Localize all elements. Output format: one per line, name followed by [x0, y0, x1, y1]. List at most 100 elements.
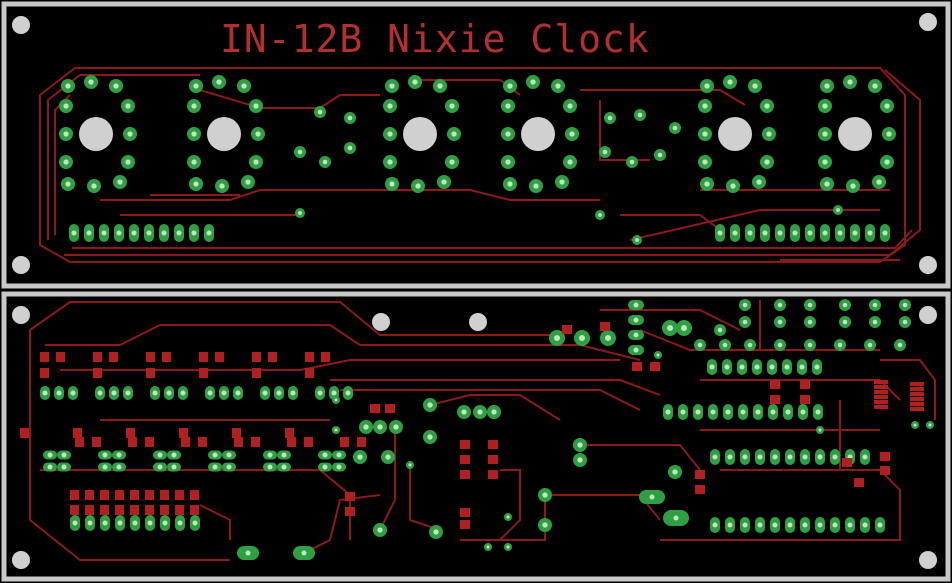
pad-hole [507, 181, 513, 187]
mounting-hole [919, 13, 937, 31]
pad-hole [276, 390, 282, 396]
pad-hole [649, 494, 655, 500]
pad-hole [180, 390, 186, 396]
smd-pad [460, 520, 470, 529]
pad-hole [822, 159, 828, 165]
pad-hole [334, 428, 338, 432]
pad-hole [393, 424, 399, 430]
nixie-tube-hole [521, 117, 555, 151]
pad-hole [787, 522, 793, 528]
pad-hole [884, 103, 890, 109]
pad-hole [152, 390, 158, 396]
pad-hole [47, 452, 53, 458]
display-board-outline [1, 1, 951, 289]
pad-hole [747, 342, 753, 348]
pad-hole [769, 364, 775, 370]
pad-hole [449, 103, 455, 109]
smd-pad [874, 380, 888, 384]
pad-hole [742, 454, 748, 460]
pad-hole [877, 522, 883, 528]
pad-hole [567, 103, 573, 109]
copper-traces [29, 67, 936, 561]
smd-pad [910, 402, 924, 406]
smd-pad [910, 397, 924, 401]
pad-hole [377, 527, 383, 533]
pad-hole [125, 103, 131, 109]
pad-hole [262, 390, 268, 396]
pad-hole [637, 112, 643, 118]
pad-hole [777, 319, 783, 325]
pad-hole [867, 230, 873, 236]
pad-hole [322, 159, 328, 165]
smd-pad [910, 407, 924, 411]
trace [199, 89, 380, 109]
pad-hole [777, 302, 783, 308]
smd-pad [854, 478, 864, 487]
smd-pad [600, 322, 610, 331]
pad-hole [193, 83, 199, 89]
pad-hole [928, 423, 932, 427]
pad-hole [281, 464, 287, 470]
smd-pad [162, 352, 171, 362]
pad-hole [363, 424, 369, 430]
pad-hole [191, 131, 197, 137]
smd-pad [109, 352, 118, 362]
smd-pad [460, 508, 470, 517]
pad-hole [357, 454, 363, 460]
pad-hole [832, 454, 838, 460]
pad-hole [822, 103, 828, 109]
pad-hole [785, 409, 791, 415]
smd-pad [874, 405, 888, 409]
smd-pad [268, 352, 277, 362]
pad-hole [505, 159, 511, 165]
pad-hole [629, 159, 635, 165]
pad-hole [577, 457, 583, 463]
mounting-hole [372, 313, 390, 331]
pad-hole [577, 442, 583, 448]
smd-pad [910, 382, 924, 386]
pad-hole [102, 464, 108, 470]
pad-hole [657, 152, 663, 158]
smd-pad [93, 352, 102, 362]
pad-hole [102, 520, 108, 526]
pad-hole [754, 364, 760, 370]
pad-hole [607, 115, 613, 121]
smd-pad [146, 368, 155, 378]
trace [199, 504, 231, 540]
pad-hole [702, 103, 708, 109]
smd-pad [874, 385, 888, 389]
smd-pad [385, 404, 395, 413]
pad-hole [331, 390, 337, 396]
smd-pad [252, 368, 261, 378]
trace [880, 359, 936, 420]
pad-hole [680, 409, 686, 415]
trace [409, 465, 441, 531]
pad-hole [569, 131, 575, 137]
pad-hole [117, 520, 123, 526]
pad-hole [680, 324, 688, 332]
smd-pad [345, 492, 355, 501]
pad-hole [61, 452, 67, 458]
smd-pad [650, 362, 660, 371]
pad-hole [91, 183, 97, 189]
pad-hole [491, 409, 497, 415]
pad-hole [902, 319, 908, 325]
pad-hole [872, 319, 878, 325]
pad-hole [72, 520, 78, 526]
pad-hole [506, 515, 510, 519]
pad-hole [704, 83, 710, 89]
pad-hole [412, 79, 418, 85]
pad-hole [802, 454, 808, 460]
pad-hole [872, 302, 878, 308]
pad-hole [116, 452, 122, 458]
pad-hole [86, 230, 92, 236]
pad-hole [206, 230, 212, 236]
smd-pad [179, 428, 188, 438]
pad-hole [255, 131, 261, 137]
pad-hole [633, 317, 639, 323]
pad-hole [842, 302, 848, 308]
pad-hole [56, 390, 62, 396]
pad-hole [897, 342, 903, 348]
trace [660, 469, 901, 541]
